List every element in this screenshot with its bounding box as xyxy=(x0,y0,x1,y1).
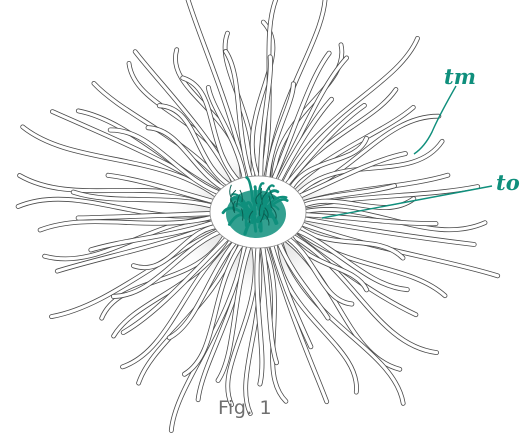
tentacle xyxy=(270,51,331,184)
tentacle xyxy=(286,136,369,195)
tentacle xyxy=(291,139,444,202)
oral-tentacle-texture xyxy=(260,187,263,201)
oral-tentacle-texture xyxy=(229,184,232,197)
oral-tentacle xyxy=(227,213,249,226)
tentacle xyxy=(157,104,235,190)
tentacle xyxy=(289,114,441,198)
tentacle xyxy=(89,218,223,252)
oral-tentacle xyxy=(233,202,250,214)
oral-tentacle-texture xyxy=(258,203,262,217)
tentacle xyxy=(186,0,249,183)
oral-tentacle xyxy=(244,214,254,228)
tentacle xyxy=(167,237,239,340)
tentacle xyxy=(71,190,222,210)
tentacle xyxy=(38,213,222,232)
tentacle xyxy=(282,103,366,190)
tentacle xyxy=(206,85,247,184)
to-label: to xyxy=(496,170,520,195)
oral-tentacle-texture xyxy=(248,210,254,224)
tentacle xyxy=(265,82,296,183)
tentacle xyxy=(146,126,231,193)
tentacle xyxy=(275,97,334,186)
tentacle xyxy=(292,219,500,278)
tentacle xyxy=(112,232,232,338)
tentacle xyxy=(49,226,227,319)
oral-tentacle-texture xyxy=(241,208,244,221)
tentacle xyxy=(216,241,252,383)
oral-tentacle xyxy=(245,201,255,213)
oral-tentacle-texture xyxy=(232,200,236,214)
tentacle xyxy=(285,231,439,355)
oral-tentacle xyxy=(231,193,249,209)
oral-tentacle-texture xyxy=(264,207,269,220)
tentacle xyxy=(111,227,228,299)
oral-tentacle xyxy=(265,198,289,212)
tentacle xyxy=(259,55,273,182)
tentacle xyxy=(289,226,409,292)
oral-tentacles xyxy=(221,176,289,238)
oral-tentacle-texture xyxy=(259,210,265,223)
tentacle xyxy=(106,173,223,206)
tentacle xyxy=(244,242,262,416)
tm-leader-line xyxy=(413,85,457,155)
oral-tentacle-texture xyxy=(270,206,277,219)
tentacle xyxy=(280,36,420,189)
tentacle xyxy=(276,237,330,320)
tentacle xyxy=(294,197,416,211)
oral-tentacle-texture xyxy=(268,195,272,208)
oral-tentacle-texture xyxy=(230,189,237,203)
tentacle xyxy=(260,242,279,365)
to-leader-line xyxy=(321,185,493,219)
tentacle xyxy=(182,240,246,376)
tentacle xyxy=(272,43,344,185)
figure-caption: Fig. 1 xyxy=(218,397,272,419)
tentacle xyxy=(181,76,243,185)
tm-label: tm xyxy=(444,64,476,89)
oral-tentacle xyxy=(253,218,258,233)
tentacle xyxy=(255,242,264,386)
oral-tentacle-texture xyxy=(261,192,268,205)
tentacle xyxy=(291,151,407,201)
tentacle xyxy=(76,211,222,220)
tentacle xyxy=(287,105,415,195)
oral-tentacle-texture xyxy=(268,187,275,200)
tentacle xyxy=(293,215,476,247)
tentacle xyxy=(269,240,313,349)
oral-tentacle xyxy=(262,189,280,209)
tentacle xyxy=(292,220,405,260)
tentacle xyxy=(121,232,233,335)
oral-tentacle-texture xyxy=(239,189,243,203)
marginal-tentacles xyxy=(15,0,501,433)
tentacle xyxy=(282,233,354,306)
oral-tentacle xyxy=(252,205,257,216)
oral-tentacle xyxy=(243,220,254,236)
tentacle xyxy=(131,224,226,270)
tentacle xyxy=(224,49,253,182)
tentacle xyxy=(108,128,228,197)
tentacle xyxy=(294,212,438,226)
oral-tentacle-texture xyxy=(263,213,270,226)
oral-tentacle-texture xyxy=(236,194,240,208)
